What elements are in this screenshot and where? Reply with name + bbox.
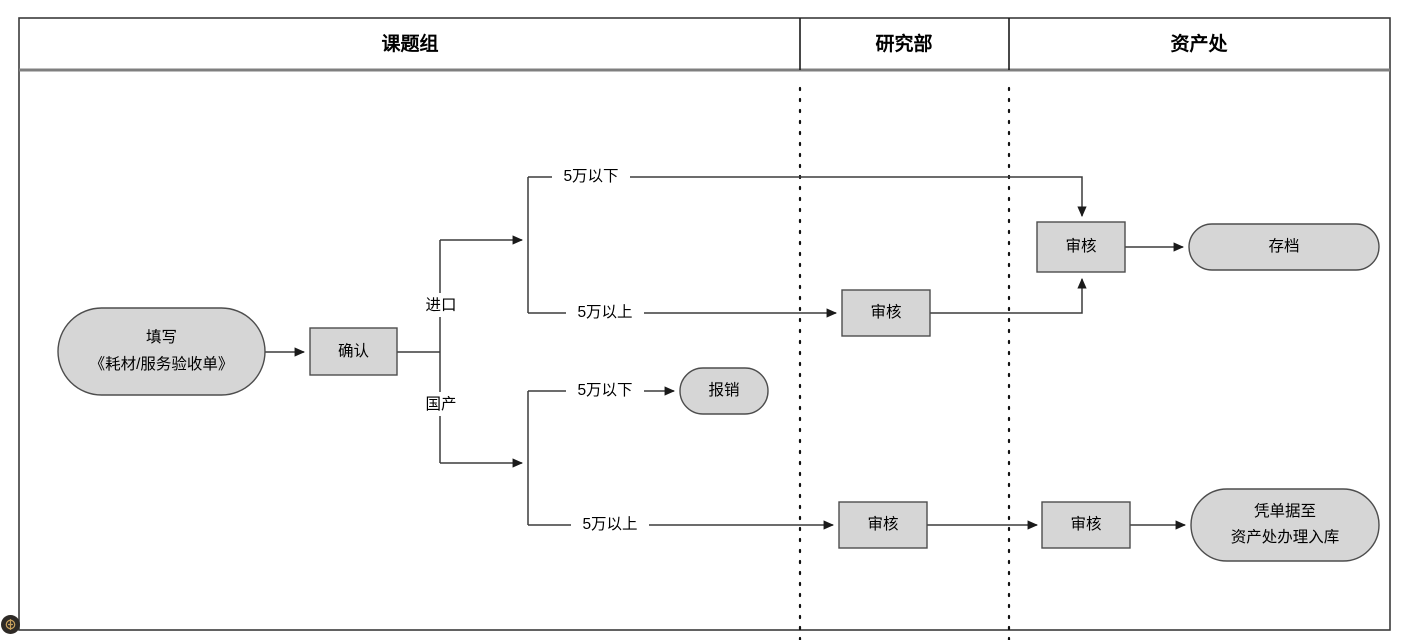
- node-review-asset-lower-label: 审核: [1070, 515, 1101, 533]
- node-warehouse-label-line2: 资产处办理入库: [1231, 528, 1340, 546]
- node-review-asset-upper[interactable]: 审核: [1036, 221, 1126, 273]
- node-warehouse-label-line1: 凭单据至: [1254, 502, 1316, 520]
- node-archive-label: 存档: [1268, 237, 1299, 255]
- node-warehouse[interactable]: 凭单据至 资产处办理入库: [1190, 488, 1380, 562]
- node-confirm-label: 确认: [338, 342, 369, 360]
- node-review-dept-lower[interactable]: 审核: [838, 501, 928, 549]
- edge-label-import-under: 5万以下: [563, 168, 618, 185]
- edge-label-domestic-over: 5万以上: [582, 515, 637, 533]
- node-reimburse[interactable]: 报销: [679, 367, 769, 415]
- node-archive[interactable]: 存档: [1188, 223, 1380, 271]
- anchor-pin-glyph: [5, 619, 16, 630]
- node-review-dept-lower-label: 审核: [867, 515, 898, 533]
- edge-label-import: 进口: [425, 296, 456, 314]
- node-review-asset-upper-label: 审核: [1065, 237, 1096, 255]
- node-review-asset-lower[interactable]: 审核: [1041, 501, 1131, 549]
- node-review-dept-upper[interactable]: 审核: [841, 289, 931, 337]
- node-reimburse-label: 报销: [708, 381, 739, 399]
- node-start-label-line2: 《耗材/服务验收单》: [90, 355, 234, 373]
- edge-label-import-over: 5万以上: [577, 303, 632, 321]
- edge-labels: 进口 国产 5万以下 5万以上 5万以下 5万以上: [416, 166, 649, 536]
- node-start[interactable]: 填写 《耗材/服务验收单》: [57, 307, 266, 396]
- anchor-pin-icon[interactable]: [1, 615, 20, 634]
- node-review-dept-upper-label: 审核: [870, 303, 901, 321]
- edge-label-domestic-under: 5万以下: [577, 382, 632, 399]
- edge-import-under-to-asset-review: [528, 176, 1087, 218]
- swimlane-frame: [18, 17, 1391, 640]
- lane-headers: 课题组 研究部 资产处: [381, 32, 1228, 55]
- lane-title-research-group: 课题组: [381, 32, 438, 55]
- lane-title-asset-office: 资产处: [1170, 32, 1228, 55]
- node-confirm[interactable]: 确认: [309, 327, 398, 376]
- node-start-label-line1: 填写: [146, 328, 177, 346]
- edge-dept-review-to-asset-review: [930, 277, 1087, 314]
- edge-label-domestic: 国产: [425, 395, 456, 413]
- lane-title-research-dept: 研究部: [875, 32, 932, 55]
